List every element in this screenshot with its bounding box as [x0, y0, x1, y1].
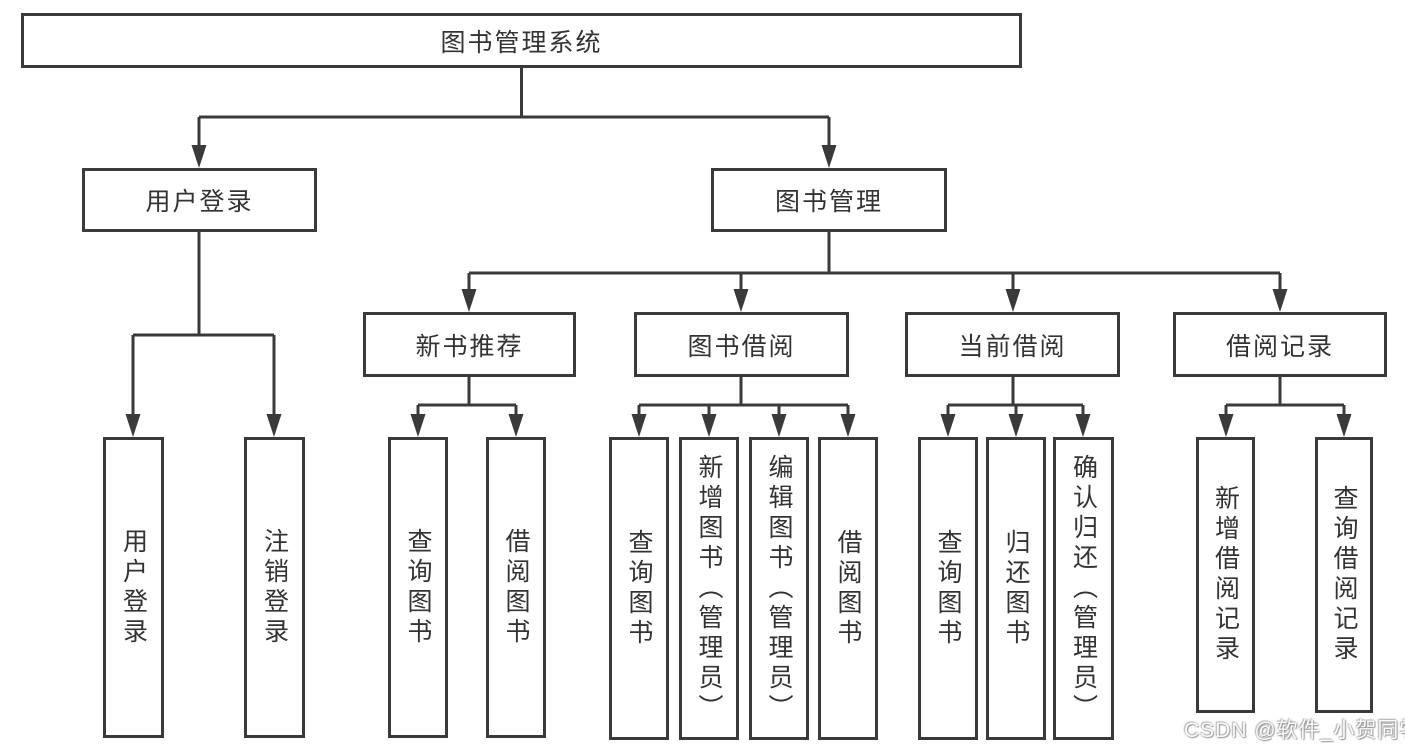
csdn-watermark: CSDN @软件_小贺同学 [1184, 719, 1405, 742]
node-book-borrow: 图书借阅 [634, 312, 849, 377]
arrow-icon [410, 414, 426, 437]
leaf-rec-query-books: 查询图书 [388, 437, 448, 738]
node-user-login: 用户登录 [82, 168, 317, 232]
node-borrow-records: 借阅记录 [1173, 312, 1387, 377]
arrow-icon [1008, 414, 1024, 437]
connector-root [197, 68, 831, 150]
arrow-icon [1005, 289, 1021, 312]
arrow-icon [701, 414, 717, 437]
connector-borrow-records [1224, 377, 1346, 419]
arrow-icon [1075, 414, 1091, 437]
arrow-icon [461, 289, 477, 312]
leaf-borrow-query-books: 查询图书 [609, 437, 669, 740]
arrow-icon [821, 145, 837, 168]
leaf-borrow-borrow-books: 借阅图书 [818, 437, 878, 740]
arrow-icon [940, 414, 956, 437]
leaf-records-query-record: 查询借阅记录 [1315, 437, 1373, 713]
leaf-borrow-edit-books-admin: 编辑图书（管理员） [749, 437, 809, 740]
arrow-icon [1272, 289, 1288, 312]
leaf-records-add-record: 新增借阅记录 [1196, 437, 1255, 713]
arrow-icon [125, 414, 141, 437]
arrow-icon [508, 414, 524, 437]
connector-book-mgmt [467, 232, 1282, 294]
leaf-current-query-books: 查询图书 [918, 437, 978, 740]
arrow-icon [631, 414, 647, 437]
node-current-borrow: 当前借阅 [905, 312, 1120, 377]
node-new-book-rec: 新书推荐 [363, 312, 576, 377]
connector-user-login [131, 232, 276, 419]
arrow-icon [191, 145, 207, 168]
leaf-logout: 注销登录 [244, 437, 305, 738]
node-root: 图书管理系统 [21, 13, 1022, 68]
arrow-icon [733, 289, 749, 312]
arrow-icon [1336, 414, 1352, 437]
node-book-mgmt: 图书管理 [711, 168, 947, 232]
arrow-icon [771, 414, 787, 437]
leaf-rec-borrow-books: 借阅图书 [486, 437, 546, 738]
connector-new-book-rec [416, 377, 518, 419]
connector-current-borrow [946, 377, 1085, 419]
connector-book-borrow [637, 377, 850, 419]
leaf-borrow-add-books-admin: 新增图书（管理员） [679, 437, 739, 740]
arrowheads [125, 145, 1352, 437]
arrow-icon [266, 414, 282, 437]
arrow-icon [1218, 414, 1234, 437]
arrow-icon [840, 414, 856, 437]
leaf-current-confirm-return-admin: 确认归还（管理员） [1053, 437, 1114, 740]
leaf-user-login: 用户登录 [103, 437, 164, 738]
leaf-current-return-books: 归还图书 [986, 437, 1046, 740]
